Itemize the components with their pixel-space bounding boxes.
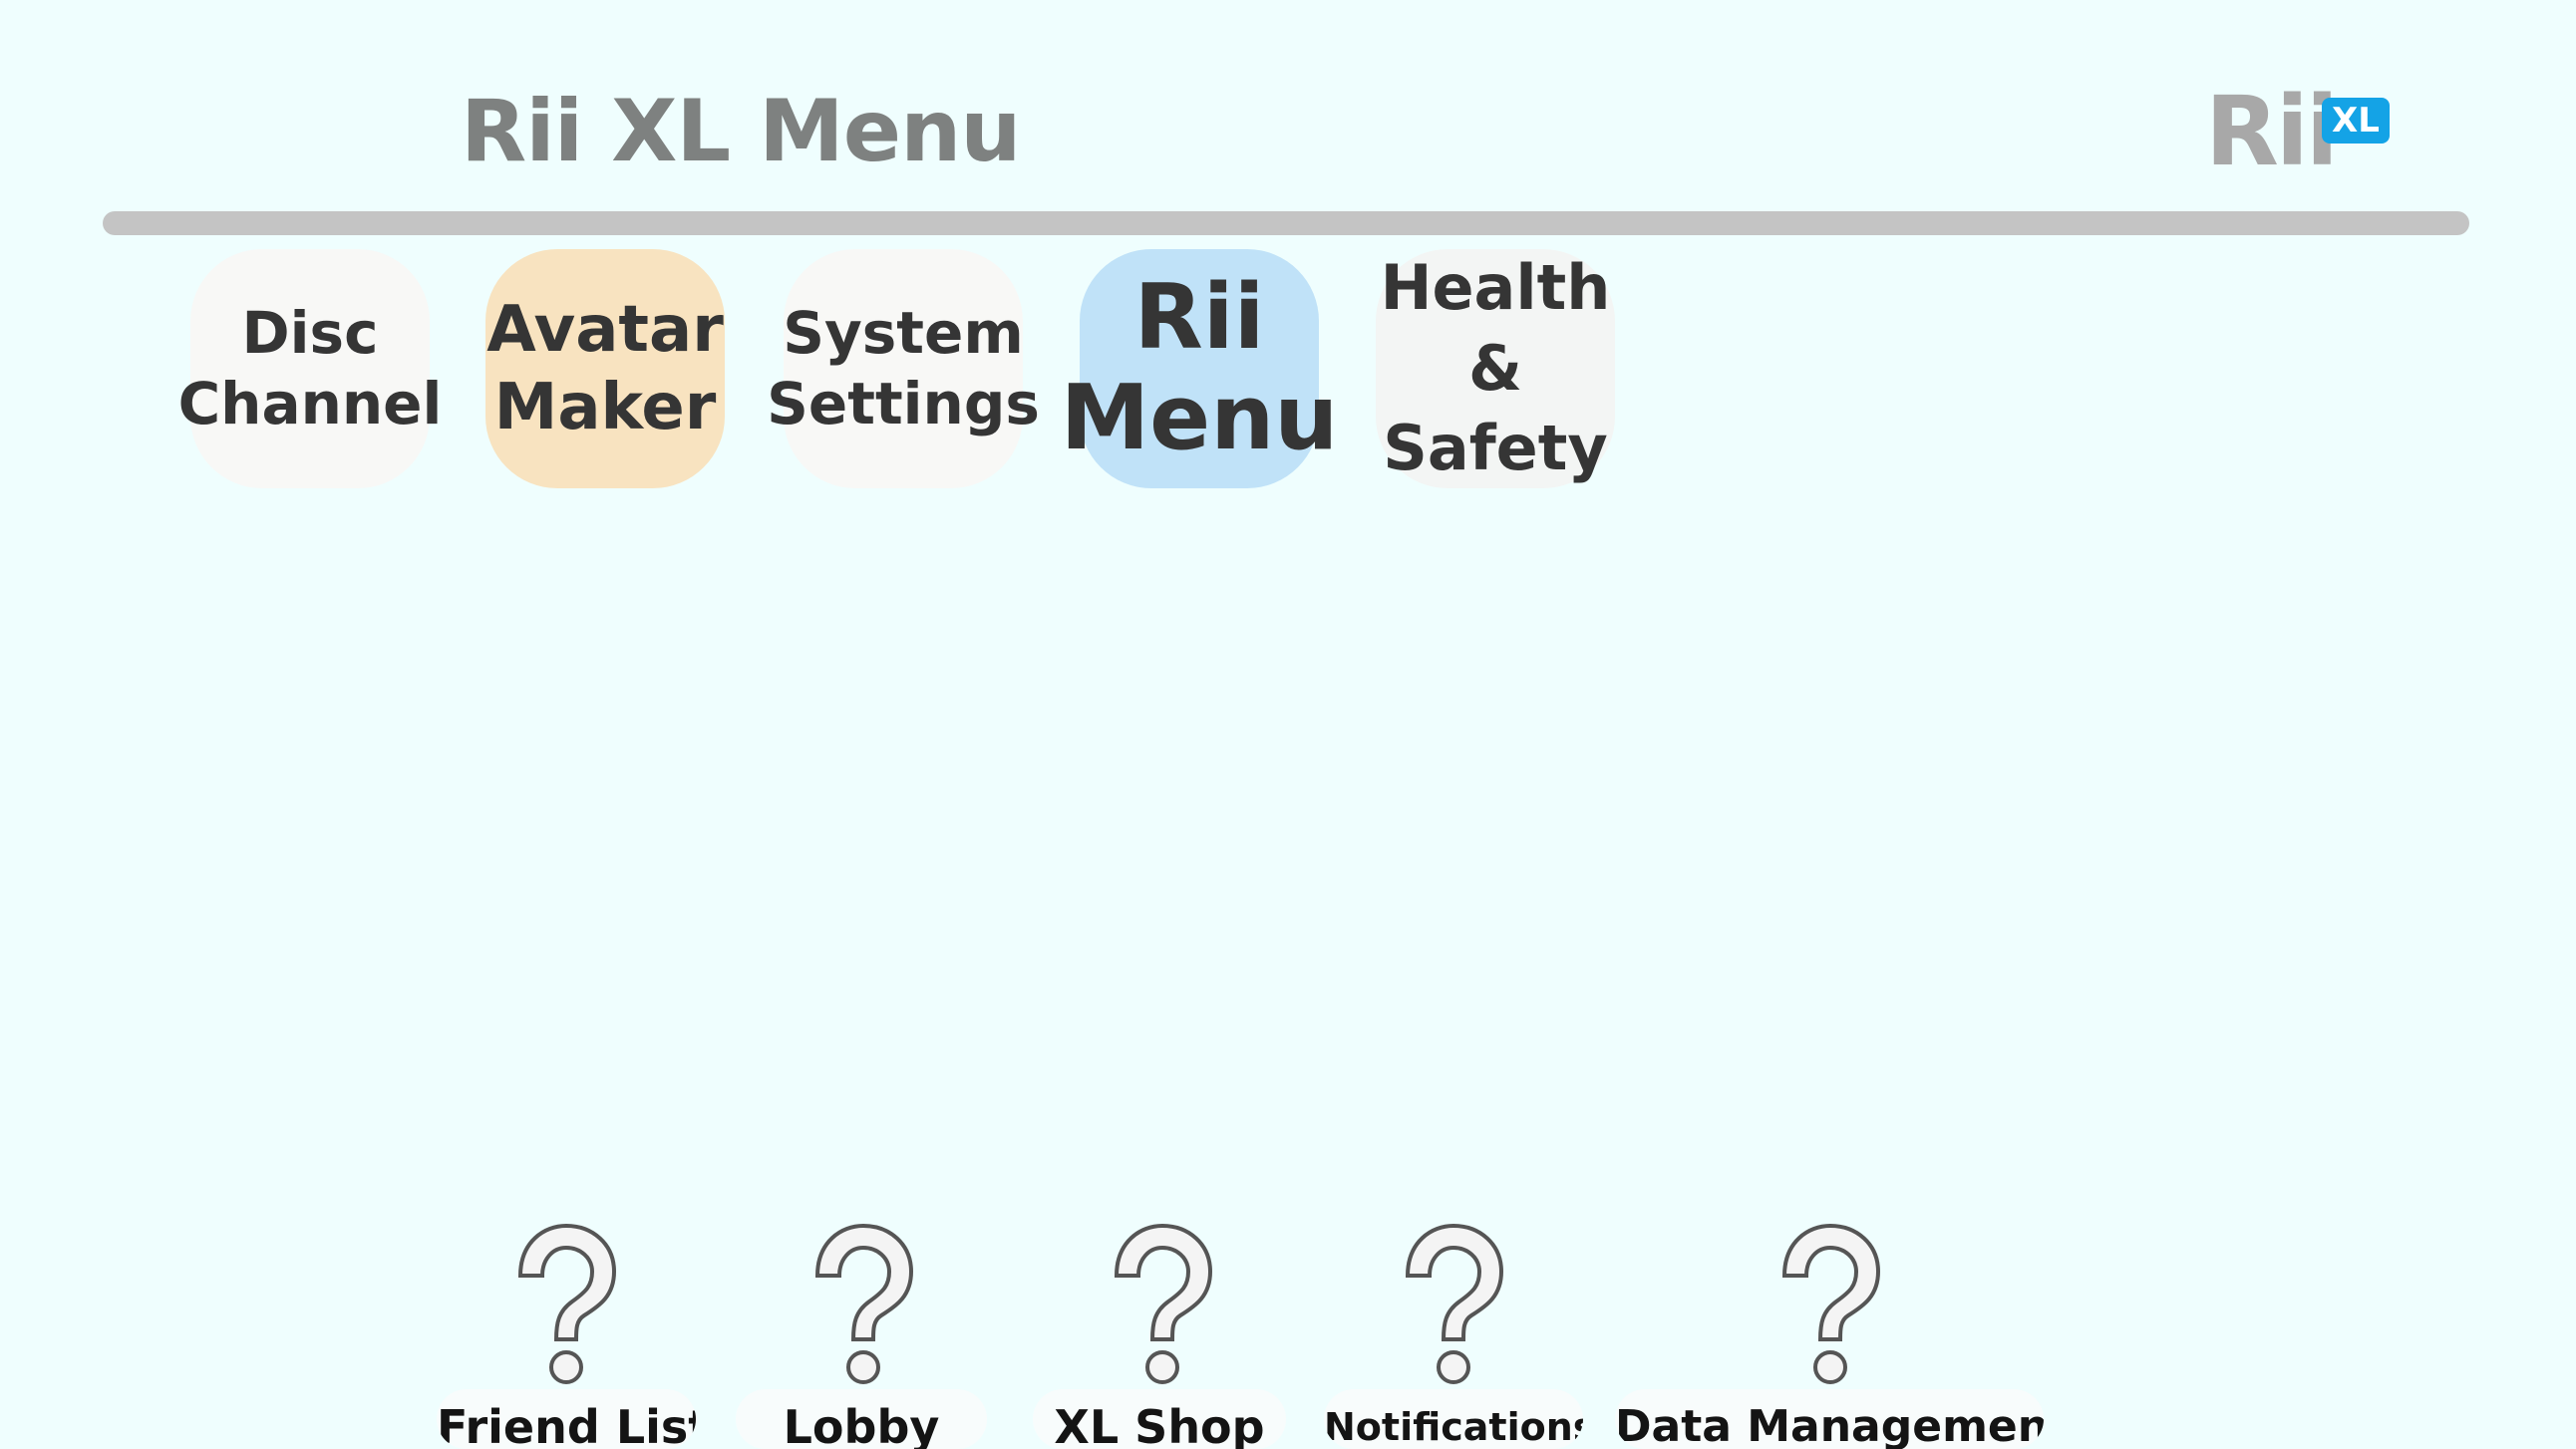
question-mark-icon	[517, 1223, 617, 1384]
friend-list-button[interactable]: Friend List	[437, 1220, 696, 1449]
xl-shop-label: XL Shop	[1033, 1389, 1286, 1449]
xl-shop-button[interactable]: XL Shop	[1033, 1220, 1292, 1449]
health-safety-tile[interactable]: Health & Safety	[1376, 249, 1615, 488]
lobby-label: Lobby	[736, 1389, 987, 1449]
rii-menu-tile[interactable]: Rii Menu	[1061, 249, 1338, 488]
page-title: Rii XL Menu	[461, 82, 1022, 181]
avatar-maker-label: Avatar Maker	[486, 292, 724, 444]
notifications-button[interactable]: Notifications	[1324, 1220, 1583, 1449]
question-mark-icon	[1781, 1223, 1881, 1384]
question-mark-icon	[1114, 1223, 1213, 1384]
lobby-button[interactable]: Lobby	[736, 1220, 995, 1449]
header-divider	[103, 211, 2469, 235]
friend-list-label: Friend List	[437, 1389, 696, 1449]
system-settings-tile[interactable]: System Settings	[767, 249, 1040, 488]
question-mark-icon	[1405, 1223, 1504, 1384]
system-settings-label: System Settings	[767, 299, 1040, 437]
rii-menu-label: Rii Menu	[1060, 265, 1339, 470]
logo-text: Rii	[2205, 76, 2339, 187]
notifications-label: Notifications	[1324, 1389, 1583, 1449]
disc-channel-tile[interactable]: Disc Channel	[178, 249, 442, 488]
data-management-label: Data Management	[1615, 1389, 2044, 1449]
avatar-maker-tile[interactable]: Avatar Maker	[485, 249, 725, 488]
data-management-button[interactable]: Data Management	[1615, 1220, 2044, 1449]
health-safety-label: Health & Safety	[1380, 251, 1611, 485]
question-mark-icon	[814, 1223, 914, 1384]
disc-channel-label: Disc Channel	[177, 299, 443, 437]
logo-badge: XL	[2322, 98, 2390, 144]
rii-xl-logo: Rii XL	[2205, 84, 2395, 183]
